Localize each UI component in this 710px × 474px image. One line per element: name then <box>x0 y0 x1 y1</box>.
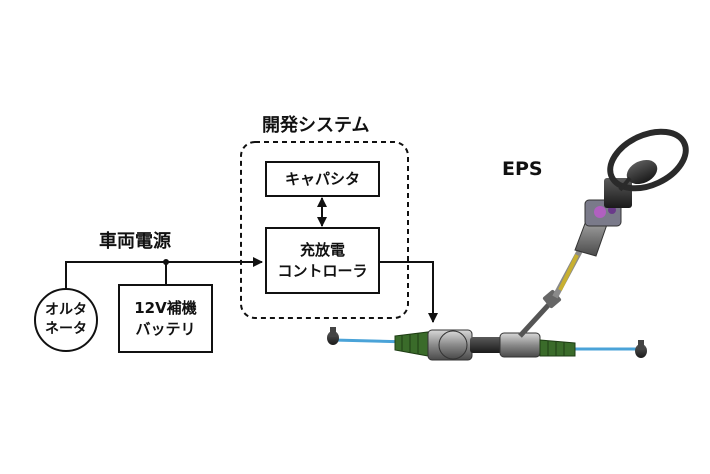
alternator-label-line2: ネータ <box>45 321 87 337</box>
battery-box <box>118 284 213 353</box>
alternator-label: オルタ ネータ <box>35 289 97 351</box>
controller-label: 充放電 コントローラ <box>266 228 379 293</box>
vehicle-power-label: 車両電源 <box>99 231 171 252</box>
controller-label-line2: コントローラ <box>277 261 368 280</box>
junction-dot <box>163 259 169 265</box>
battery-label-line1: 12V補機 <box>134 299 197 318</box>
eps-label: EPS <box>502 158 543 180</box>
eps-steering-illustration <box>327 128 689 361</box>
controller-label-line1: 充放電 <box>299 241 345 260</box>
alternator-label-line1: オルタ <box>45 302 87 319</box>
development-system-boundary <box>240 141 409 319</box>
battery-label: 12V補機 バッテリ <box>119 285 212 352</box>
capacitor-label: キャパシタ <box>284 169 360 188</box>
vehicle-power-bus <box>65 257 263 289</box>
development-system-title: 開発システム <box>262 115 370 136</box>
battery-label-line2: バッテリ <box>135 319 196 338</box>
capacitor-box <box>265 161 380 197</box>
controller-to-eps-line <box>379 261 438 323</box>
controller-box <box>265 227 380 294</box>
